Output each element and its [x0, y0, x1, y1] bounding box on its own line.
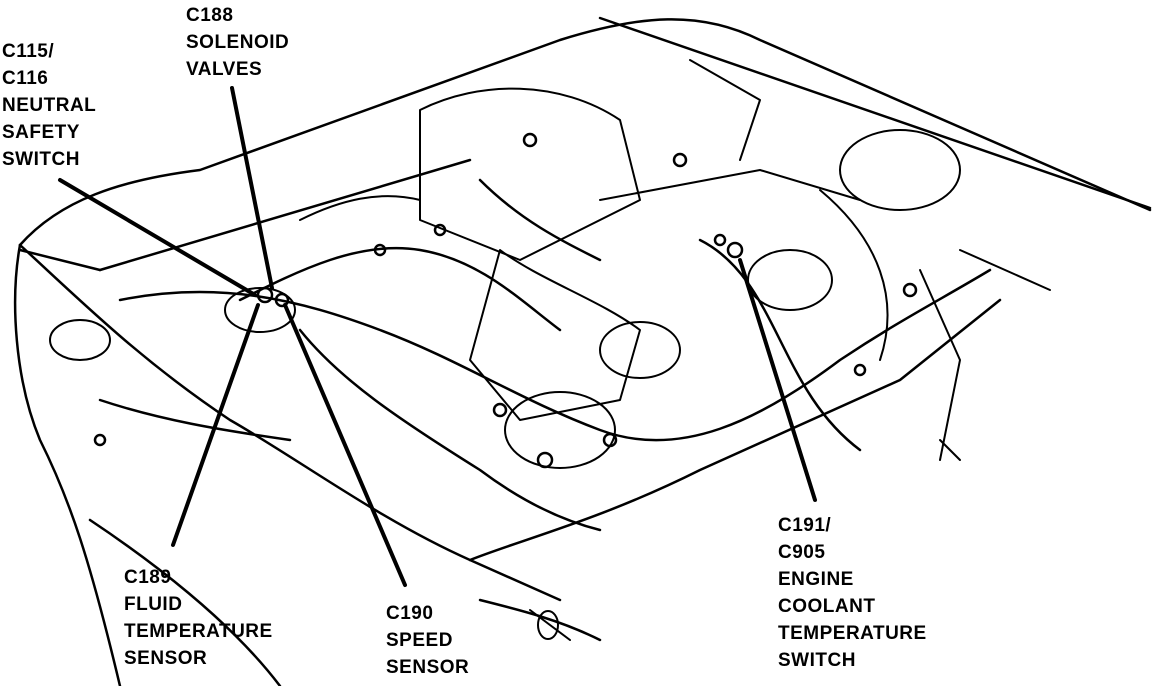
wiring-harness: [98, 178, 992, 532]
callout-c190-speed-sensor: C190 SPEED SENSOR: [386, 603, 470, 678]
leader-line-c189: [171, 303, 260, 547]
callout-c188-solenoid-valves: C188 SOLENOID VALVES: [186, 5, 290, 80]
vehicle-body-outline: [13, 16, 1152, 686]
engine-components: [49, 59, 1051, 641]
leader-line-c191: [738, 258, 817, 502]
callout-c115-neutral-safety-switch: C115/ C116 NEUTRAL SAFETY SWITCH: [2, 41, 97, 170]
connector-clusters: [93, 132, 918, 469]
callout-c191-engine-coolant-temperature-switch: C191/ C905 ENGINE COOLANT TEMPERATURE SW…: [778, 515, 927, 671]
leader-line-c115: [58, 178, 257, 297]
callout-c189-fluid-temperature-sensor: C189 FLUID TEMPERATURE SENSOR: [124, 567, 273, 669]
leader-line-c188: [230, 86, 274, 290]
leader-line-c190: [283, 303, 407, 587]
